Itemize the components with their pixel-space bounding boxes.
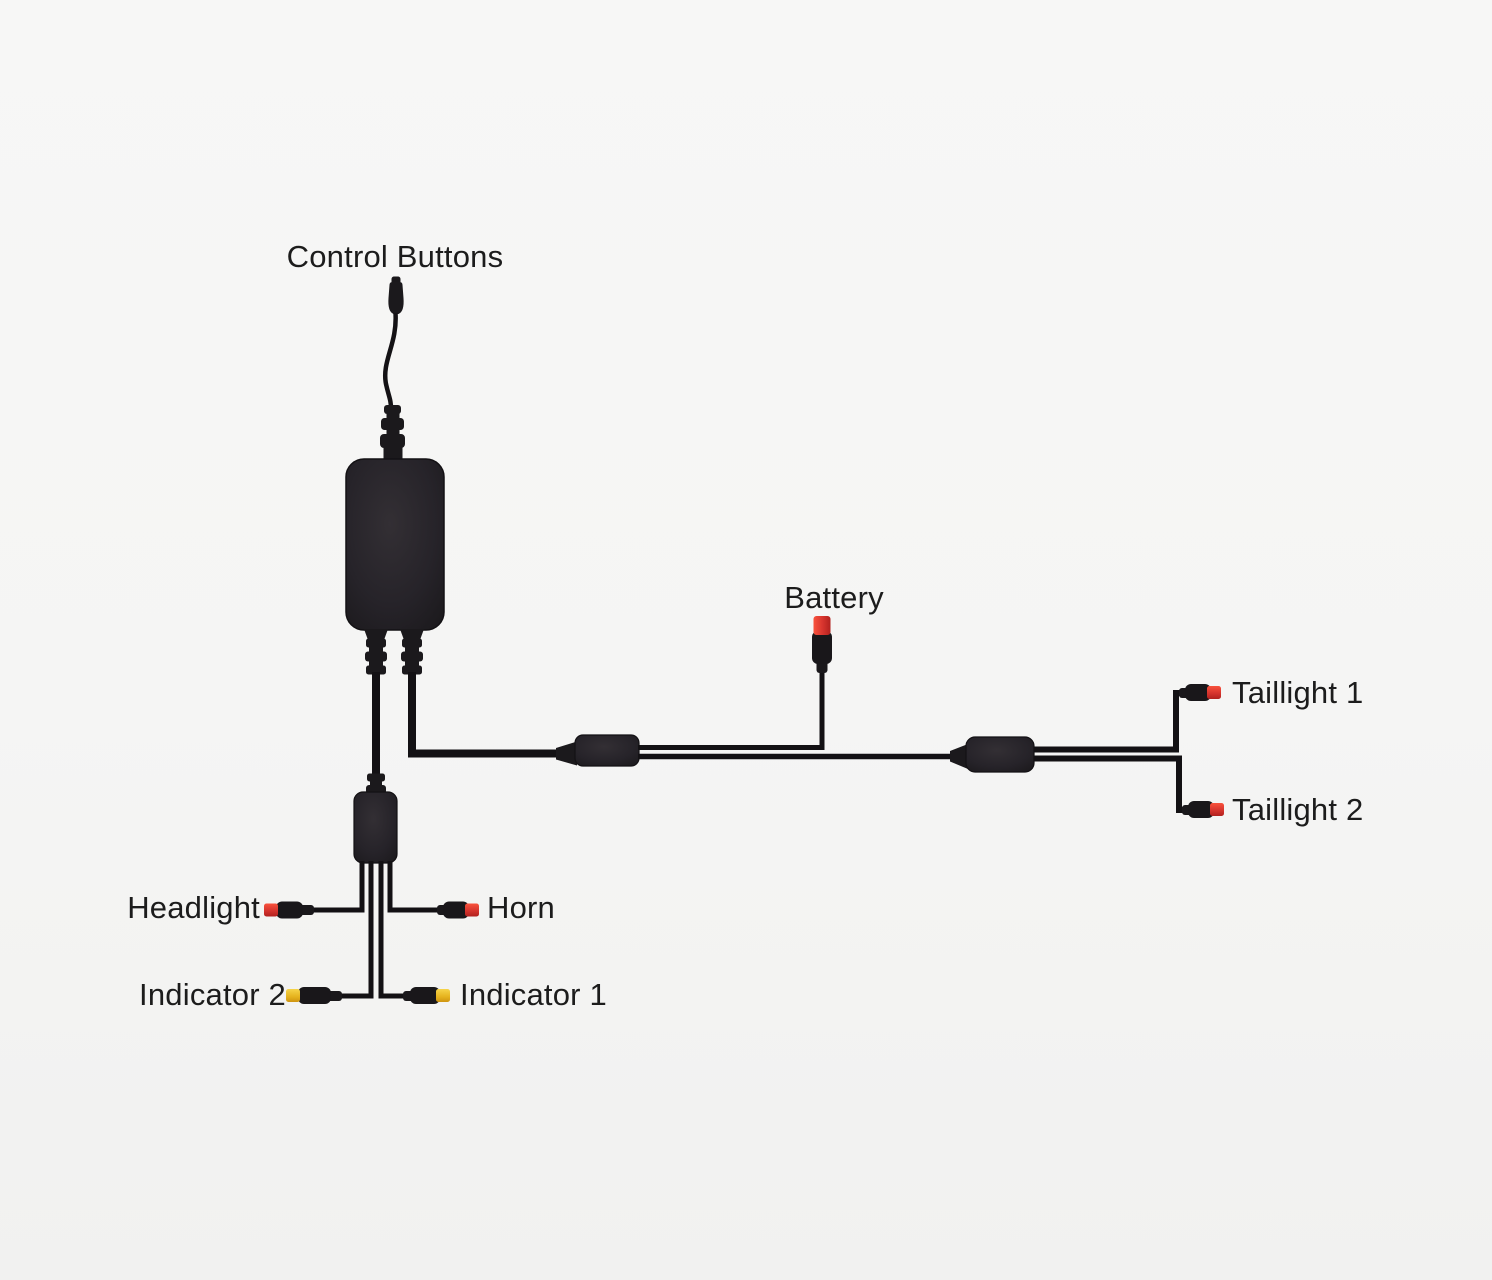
headlight-connector-tip — [264, 903, 278, 917]
indicator1-label: Indicator 1 — [460, 977, 607, 1012]
distribution-box — [353, 791, 398, 864]
main-trunk-wire — [408, 672, 560, 758]
indicator2-wire — [333, 861, 374, 999]
horn-label: Horn — [487, 890, 555, 925]
taillight1-connector-tip — [1207, 686, 1221, 699]
taillight1-wire — [1034, 690, 1182, 753]
headlight-wire — [309, 861, 365, 913]
inline-module1 — [574, 734, 640, 767]
inline-module2-neck — [950, 744, 968, 769]
taillight1-label: Taillight 1 — [1232, 675, 1364, 710]
headlight-connector — [264, 901, 314, 919]
indicator2-connector-tip — [286, 989, 300, 1002]
control-unit-box — [345, 458, 445, 631]
battery-label: Battery — [784, 580, 884, 615]
inline-module2 — [965, 736, 1035, 773]
distribution-box-gland — [366, 773, 386, 794]
battery-connector — [812, 616, 832, 673]
indicator2-connector — [286, 987, 342, 1004]
horn-connector — [437, 901, 479, 919]
indicator1-connector-tip — [436, 989, 450, 1002]
battery-wire — [638, 667, 825, 750]
control-unit-top-gland — [380, 405, 405, 463]
control-unit-left-gland — [364, 629, 388, 675]
control-cable — [382, 312, 398, 410]
indicator1-connector — [403, 987, 450, 1004]
battery-connector-tip — [813, 616, 831, 635]
taillight1-connector — [1179, 684, 1221, 701]
control-buttons-label: Control Buttons — [286, 239, 504, 274]
horn-wire — [387, 861, 443, 913]
taillight2-label: Taillight 2 — [1232, 792, 1364, 827]
taillight2-connector-tip — [1210, 803, 1224, 816]
indicator2-label: Indicator 2 — [139, 977, 286, 1012]
control-unit-right-gland — [400, 629, 424, 675]
plug-body — [388, 282, 404, 314]
control-buttons-plug — [388, 276, 404, 314]
taillight2-wire — [1034, 755, 1185, 813]
taillight2-connector — [1182, 801, 1224, 818]
horn-connector-tip — [465, 903, 479, 917]
indicator1-wire — [378, 861, 409, 999]
headlight-label: Headlight — [127, 890, 260, 925]
inline-module1-neck — [556, 741, 577, 766]
